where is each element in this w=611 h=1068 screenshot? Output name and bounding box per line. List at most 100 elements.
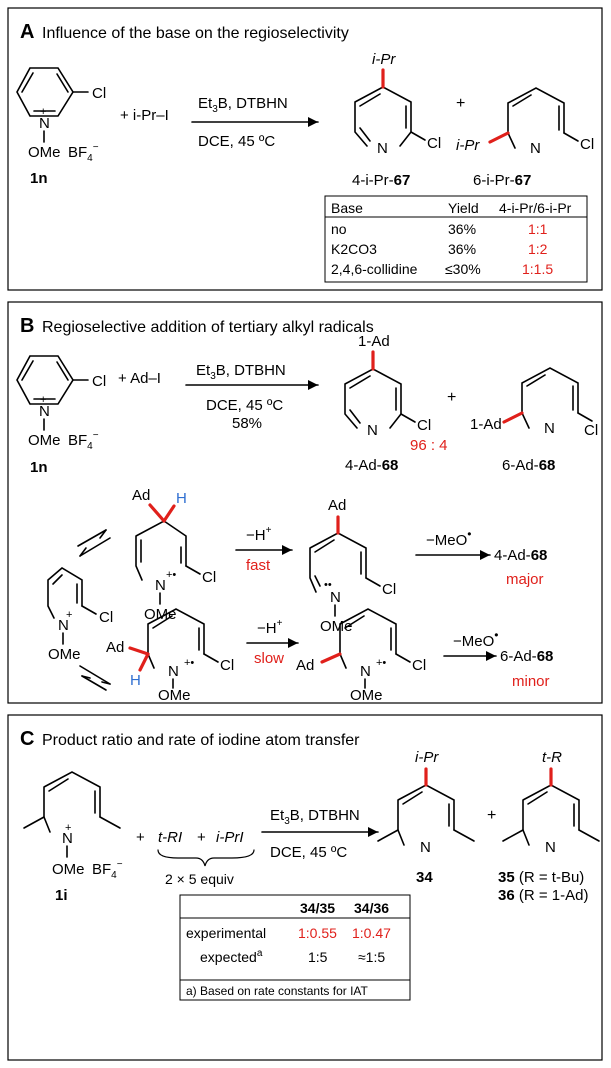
b-prod2-label: 6-Ad-68 (502, 457, 555, 474)
mech-rc2-charge: +• (376, 657, 386, 669)
b-prod1-n: N (367, 422, 378, 439)
panel-c-letter: C (20, 728, 34, 750)
b-substrate-n: N (39, 403, 50, 420)
reagent-ipr-i: + i-Pr–I (120, 107, 169, 124)
substrate-bf4: BF4− (68, 142, 99, 164)
c-prod2-substituent: t-R (542, 749, 562, 766)
product-35-36: t-R N 35 (R = t-Bu) 36 (R = 1-Ad) (498, 749, 600, 904)
panel-b-letter: B (20, 315, 34, 337)
conditions-top: Et3B, DTBHN (198, 95, 288, 115)
mech-int2-ome: OMe (158, 687, 191, 704)
table-a-row-1-base: no (331, 221, 347, 237)
step3-label: −H+ (257, 618, 283, 637)
c-prod1-label: 34 (416, 869, 433, 886)
mech-int2-cl: Cl (220, 657, 234, 674)
mech-int1-h: H (176, 490, 187, 507)
table-c-header-34-35: 34/35 (300, 900, 335, 916)
mech-int2-n: N (168, 663, 179, 680)
mech-int1-ome: OMe (144, 606, 177, 623)
b-prod1-cl: Cl (417, 417, 431, 434)
table-a-header-base: Base (331, 200, 363, 216)
step-arrow-meo-2: −MeO• (443, 628, 498, 661)
regio-ratio: 96 : 4 (410, 437, 448, 454)
mech-rad-n: N (58, 617, 69, 634)
b-substrate-n-plus: + (40, 394, 46, 406)
prod2-label: 6-i-Pr-67 (473, 172, 531, 189)
table-a-header-yield: Yield (448, 200, 479, 216)
b-prod1-label: 4-Ad-68 (345, 457, 398, 474)
prod2-substituent: i-Pr (456, 137, 480, 154)
substrate-1n-a: Cl + N OMe BF4− 1n (16, 67, 106, 187)
table-a: Base Yield 4-i-Pr/6-i-Pr no 36% 1:1 K2CO… (324, 195, 588, 283)
table-a-row-1-yield: 36% (448, 221, 476, 237)
table-c-row-2-r2: ≈1:5 (358, 949, 385, 965)
mech-int1-charge: +• (166, 569, 176, 581)
reaction-arrow-b: Et3B, DTBHN DCE, 45 ºC 58% (185, 362, 319, 432)
prod-minor-label: 6-Ad-68 (500, 648, 553, 665)
table-a-row-3-yield: ≤30% (445, 261, 481, 277)
prod-major-tag: major (506, 571, 544, 588)
table-a-row-3-base: 2,4,6-collidine (331, 261, 418, 277)
mechanism-rc1: Ad •• N Cl OMe (309, 497, 396, 635)
conditions-bottom: DCE, 45 ºC (198, 133, 275, 150)
substrate-ome: OMe (28, 144, 61, 161)
b-prod2-cl: Cl (584, 422, 598, 439)
b-conditions-yield: 58% (232, 415, 262, 432)
table-c-row-2-label: expecteda (200, 948, 263, 965)
table-c-row-1-r1: 1:0.55 (298, 925, 337, 941)
product-4-ad-68: 1-Ad N Cl 4-Ad-68 (344, 333, 431, 474)
substrate-n: N (39, 115, 50, 132)
product-4-ipr-67: i-Pr N Cl 4-i-Pr-67 (352, 51, 441, 189)
mech-int2-h: H (130, 672, 141, 689)
plus-sign-c: + (487, 807, 496, 824)
table-a-row-2-base: K2CO3 (331, 241, 377, 257)
mech-rad-ome: OMe (48, 646, 81, 663)
c-equiv: 2 × 5 equiv (165, 871, 234, 887)
c-substrate-n: N (62, 830, 73, 847)
step3-slow: slow (254, 650, 284, 667)
panel-b-title: Regioselective addition of tertiary alky… (42, 319, 374, 336)
reaction-arrow-a: Et3B, DTBHN DCE, 45 ºC (191, 95, 319, 150)
c-plus-1: + (136, 829, 145, 846)
panel-c-frame (7, 714, 603, 1061)
c-brace (157, 849, 255, 867)
panel-c: C Product ratio and rate of iodine atom … (7, 714, 603, 1061)
mech-rad-plus: + (66, 609, 72, 621)
step1-fast: fast (246, 557, 271, 574)
panel-b-frame (7, 301, 603, 704)
c-reagent-trI: t-RI (158, 829, 182, 846)
step-arrow-slow: −H+ slow (246, 618, 299, 667)
c-substrate-bf4: BF4− (92, 859, 123, 881)
b-substrate-ome: OMe (28, 432, 61, 449)
reaction-arrow-c: Et3B, DTBHN DCE, 45 ºC (261, 807, 379, 861)
table-c-row-1-label: experimental (186, 925, 266, 941)
prod-minor-tag: minor (512, 673, 550, 690)
b-substrate-label: 1n (30, 459, 48, 476)
c-plus-2: + (197, 829, 206, 846)
substrate-1n-b: Cl + N OMe BF4− 1n (16, 355, 106, 476)
step-arrow-fast: −H+ fast (235, 525, 293, 574)
table-c-footnote: a) Based on rate constants for IAT (186, 984, 369, 998)
mech-int1-ad: Ad (132, 487, 150, 504)
mech-int2-charge: +• (184, 657, 194, 669)
c-prod2-n: N (545, 839, 556, 856)
mech-int2-ad: Ad (106, 639, 124, 656)
prod1-cl: Cl (427, 135, 441, 152)
mech-rc2-n: N (360, 663, 371, 680)
mech-rc2-cl: Cl (412, 657, 426, 674)
panel-a-title: Influence of the base on the regioselect… (42, 25, 349, 42)
b-prod1-substituent: 1-Ad (358, 333, 390, 350)
mech-rad-cl: Cl (99, 609, 113, 626)
product-6-ipr-67: i-Pr N Cl 6-i-Pr-67 (456, 87, 594, 189)
b-prod2-substituent: 1-Ad (470, 416, 502, 433)
c-prod2-label-35: 35 (R = t-Bu) (498, 869, 584, 886)
mech-int1-cl: Cl (202, 569, 216, 586)
table-c: 34/35 34/36 experimental 1:0.55 1:0.47 e… (179, 894, 411, 1001)
c-reagent-iprI: i-PrI (216, 829, 244, 846)
b-prod2-n: N (544, 420, 555, 437)
mech-rc2-ad: Ad (296, 657, 314, 674)
c-substrate-ome: OMe (52, 861, 85, 878)
plus-sign-b: + (447, 389, 456, 406)
b-conditions-bottom: DCE, 45 ºC (206, 397, 283, 414)
